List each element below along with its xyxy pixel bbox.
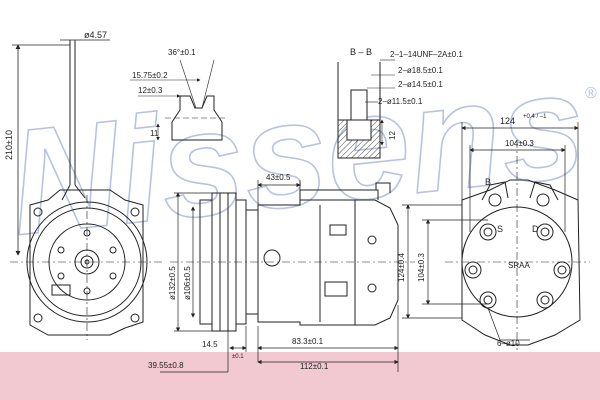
rear-view-dimensions	[402, 122, 579, 341]
dim-14-5-tol-label: ±0.1	[232, 354, 244, 360]
width-104-label: 104±0.3	[505, 139, 534, 148]
nissens-watermark: Nissens ®	[2, 39, 597, 268]
dia-132-label: ø132±0.5	[168, 266, 177, 300]
bore-14-5-label: 2–ø14.5±0.1	[398, 80, 443, 89]
width-12-label: 12±0.3	[138, 86, 163, 95]
dia-dimensions	[174, 192, 212, 332]
fitting-profile-detail	[130, 59, 228, 141]
dim-39-55-label: 39.55±0.8	[148, 361, 184, 370]
depth-12-label: 12	[388, 131, 397, 140]
height-210-label: 210±10	[4, 130, 14, 160]
label-b: B	[485, 177, 491, 187]
dim-14-5-label: 14.5	[202, 340, 218, 349]
watermark-registered: ®	[585, 85, 597, 102]
bottom-dimensions	[160, 305, 399, 373]
dim-83-3-label: 83.3±0.1	[292, 337, 324, 346]
label-s: S	[497, 224, 503, 234]
width-15-75-label: 15.75±0.2	[132, 71, 168, 80]
height-11-label: 11	[150, 129, 159, 138]
section-bb-detail	[337, 59, 395, 159]
angle-36-label: 36°±0.1	[168, 48, 196, 57]
dim-43	[257, 180, 301, 205]
width-124-tol-label: +0.4 / –1	[523, 114, 547, 120]
label-d: D	[532, 224, 539, 234]
dia-106-label: ø106±0.5	[183, 266, 192, 300]
dim-43-label: 43±0.5	[266, 173, 291, 182]
height-104-label: 104±0.3	[417, 253, 426, 282]
pipe-diameter-dimension: ø4.57	[60, 30, 110, 41]
bore-18-5-label: 2–ø18.5±0.1	[398, 66, 443, 75]
bore-11-5-label: 2–ø11.5±0.1	[378, 97, 423, 106]
thread-label: 2–1–14UNF–2A±0.1	[390, 50, 463, 59]
label-sraa: SRAA	[508, 261, 530, 270]
front-view-clutch	[10, 40, 165, 340]
holes-6-label: 6–ø10	[497, 339, 520, 348]
height-124-label: 124±0.4	[397, 253, 406, 282]
height-210-dimension	[12, 44, 70, 256]
dim-112-label: 112±0.1	[300, 362, 329, 371]
width-124-label: 124	[500, 116, 515, 126]
watermark-text: Nissens	[2, 40, 592, 267]
pipe-diameter-label: ø4.57	[84, 30, 107, 40]
section-bb-title: B – B	[350, 47, 372, 57]
rear-view-head	[445, 140, 590, 350]
